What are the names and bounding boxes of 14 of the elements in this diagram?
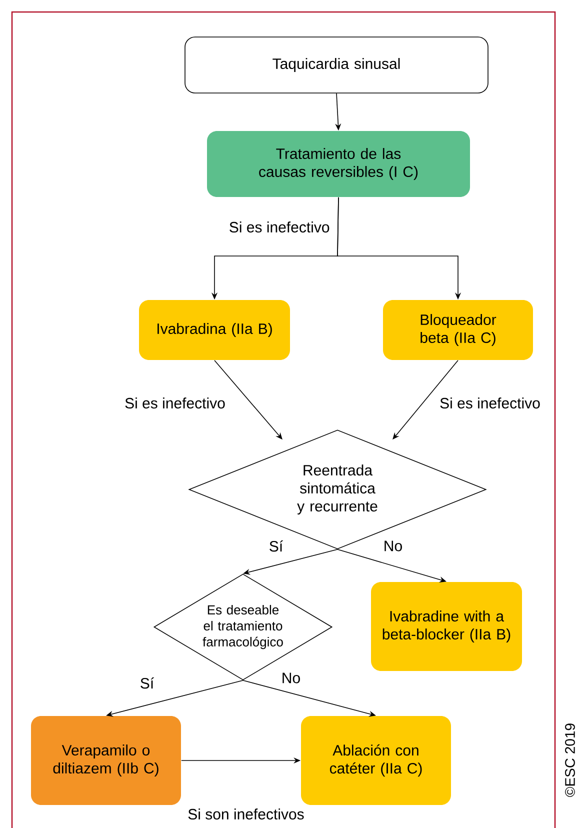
process-box: Verapamilo o diltiazem (IIb C): [31, 716, 181, 805]
process-box: Ablación con catéter (IIa C): [301, 716, 451, 805]
process-box: Bloqueador beta (IIa C): [383, 300, 533, 360]
process-box: Ivabradine with a beta-blocker (IIa B): [371, 582, 522, 671]
edge-label: Si son inefectivos: [186, 808, 306, 821]
process-box: Taquicardia sinusal: [184, 36, 488, 94]
edge-label: Si es inefectivo: [228, 220, 331, 234]
edge-label: No: [382, 540, 404, 552]
edge-label: Sí: [138, 676, 156, 690]
process-box: Tratamiento de las causas reversibles (I C): [207, 131, 470, 197]
copyright-note: ©ESC 2019: [565, 724, 575, 797]
edge-label: Si es inefectivo: [438, 396, 542, 410]
process-box: Ivabradina (IIa B): [139, 300, 290, 360]
edge-label: Si es inefectivo: [124, 396, 226, 410]
